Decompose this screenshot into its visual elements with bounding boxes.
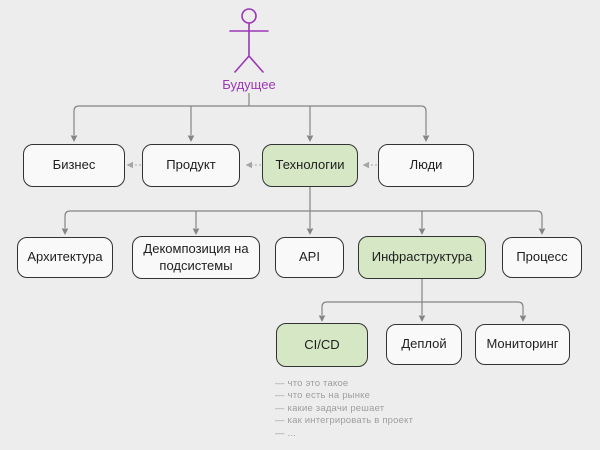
note-item: — как интегрировать в проект — [275, 415, 414, 427]
node-label: Инфраструктура — [371, 249, 473, 265]
tree-connectors-level1 — [70, 93, 430, 142]
node-infrastructure[interactable]: Инфраструктура — [358, 236, 486, 279]
tree-connectors-level3 — [318, 279, 527, 322]
node-label: Архитектура — [27, 249, 103, 265]
node-label: Бизнес — [52, 157, 96, 173]
node-label: Продукт — [166, 157, 216, 173]
node-business[interactable]: Бизнес — [23, 144, 125, 187]
note-item: — ... — [275, 427, 297, 439]
node-label: Люди — [409, 157, 443, 173]
actor-label: Будущее — [222, 77, 276, 92]
node-label: Мониторинг — [486, 336, 559, 352]
note-item: — что это такое — [275, 378, 349, 389]
notes-list: — что это такое — что есть на рынке — ка… — [275, 378, 413, 440]
node-label: API — [299, 249, 320, 265]
stick-figure-icon[interactable] — [229, 8, 269, 73]
node-label: CI/CD — [304, 336, 340, 352]
node-people[interactable]: Люди — [378, 144, 474, 187]
node-label: Технологии — [275, 157, 345, 173]
node-label: Деплой — [401, 336, 447, 352]
note-item: — какие задачи решает — [275, 402, 385, 414]
node-label: Процесс — [516, 249, 568, 265]
node-cicd[interactable]: CI/CD — [276, 323, 368, 367]
note-item: — что есть на рынке — [275, 390, 371, 402]
node-technologies[interactable]: Технологии — [262, 144, 358, 187]
node-label: Декомпозиция на подсистемы — [143, 241, 249, 273]
node-api[interactable]: API — [275, 237, 344, 278]
node-architecture[interactable]: Архитектура — [17, 237, 113, 278]
node-deploy[interactable]: Деплой — [386, 324, 462, 365]
node-decomposition[interactable]: Декомпозиция на подсистемы — [132, 236, 260, 279]
node-process[interactable]: Процесс — [502, 237, 582, 278]
tree-connectors-level2 — [61, 187, 546, 235]
node-monitoring[interactable]: Мониторинг — [475, 324, 570, 365]
node-product[interactable]: Продукт — [142, 144, 240, 187]
dashed-arrows — [126, 161, 377, 169]
